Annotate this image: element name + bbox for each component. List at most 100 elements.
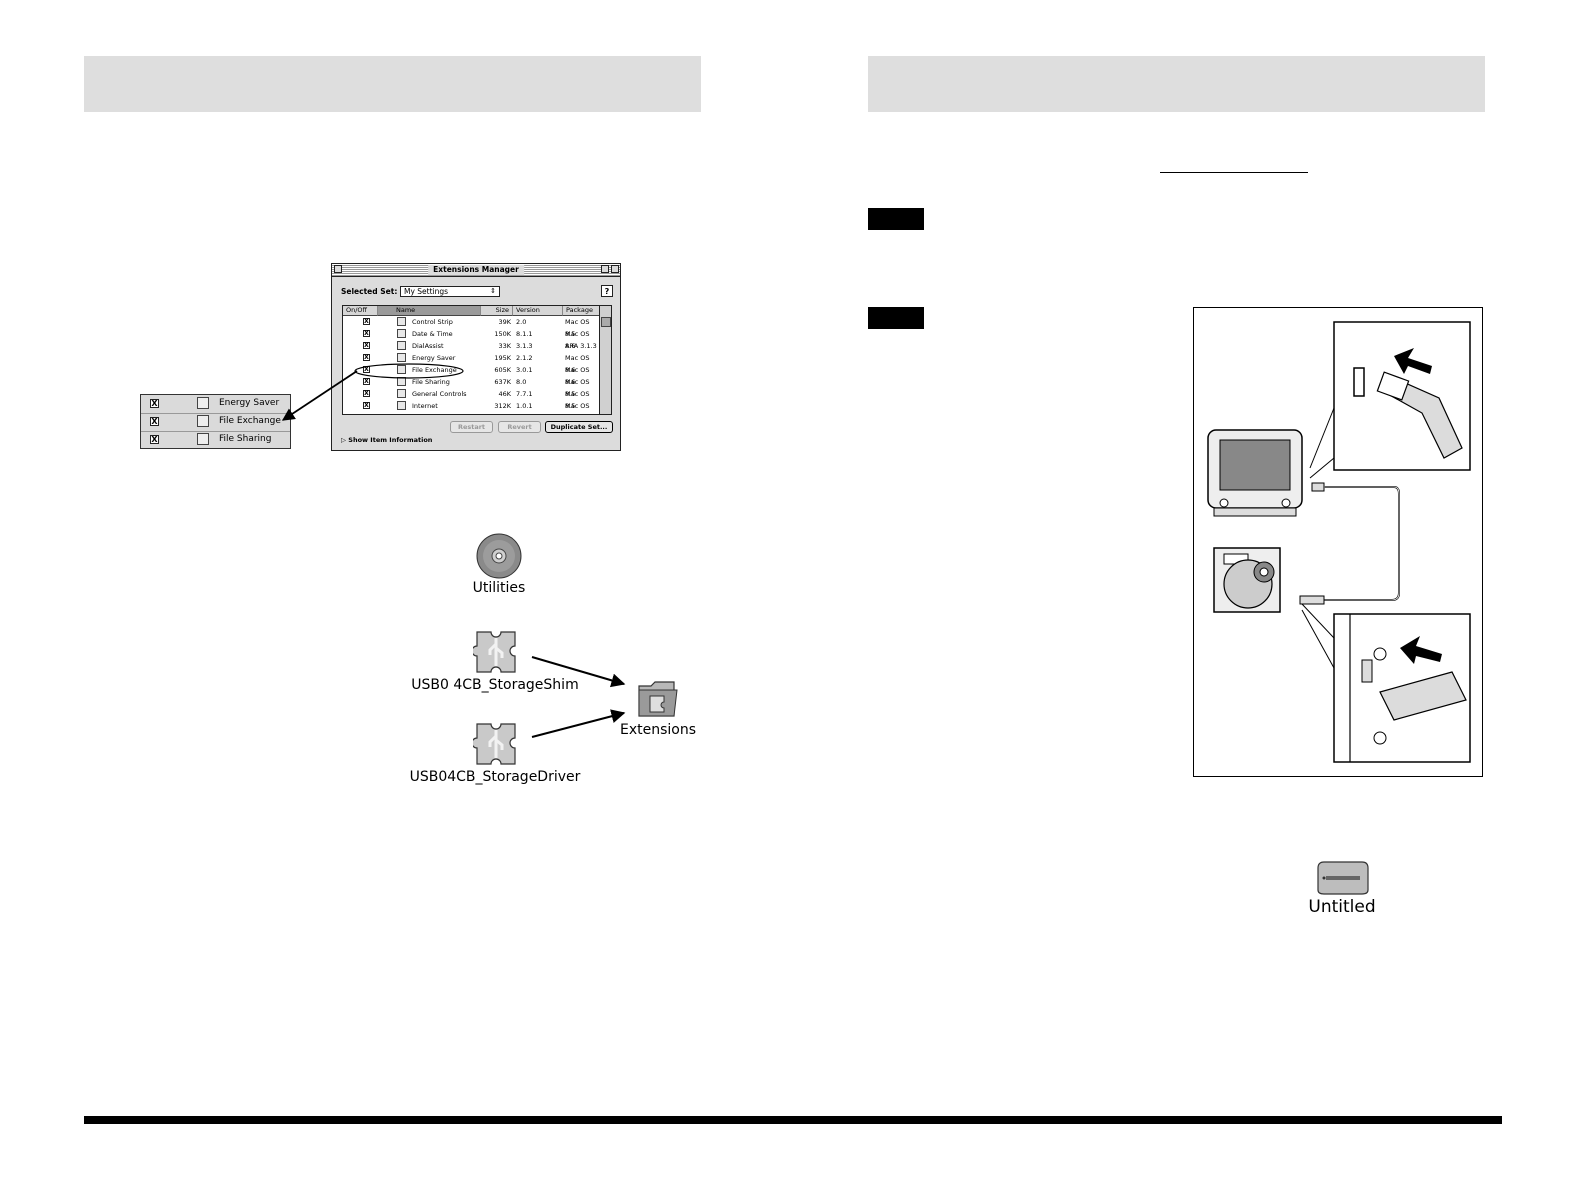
extension-checkbox[interactable]: X bbox=[363, 342, 370, 349]
extension-size: 46K bbox=[498, 390, 511, 398]
extension-row[interactable]: X File Sharing 637K 8.0 Mac OS 8.5 bbox=[343, 376, 601, 398]
zoom-box-icon[interactable] bbox=[601, 265, 609, 273]
show-item-information-label: Show Item Information bbox=[348, 436, 433, 444]
column-header-onoff[interactable]: On/Off bbox=[343, 306, 378, 316]
extension-row[interactable]: X Energy Saver 195K 2.1.2 Mac OS 8.6 bbox=[343, 352, 601, 374]
zoom-inset-camera-port bbox=[1333, 613, 1471, 763]
control-panel-icon bbox=[397, 317, 406, 326]
folder-icon bbox=[638, 681, 678, 717]
scroll-thumb[interactable] bbox=[601, 317, 611, 327]
storage-driver-label: USB04CB_StorageDriver bbox=[409, 769, 581, 785]
extension-row[interactable]: X General Controls 46K 7.7.1 Mac OS 8.5 bbox=[343, 388, 601, 410]
close-box-icon[interactable] bbox=[334, 265, 342, 273]
shim-to-extensions-arrow bbox=[531, 656, 626, 688]
extension-row[interactable]: X DialAssist 33K 3.1.3 ARA 3.1.3 bbox=[343, 340, 601, 352]
control-panel-icon bbox=[397, 365, 406, 374]
right-page-header bbox=[868, 56, 1485, 112]
extension-version: 3.1.3 bbox=[516, 342, 533, 350]
extension-row-file-exchange[interactable]: X File Exchange 605K 3.0.1 Mac OS 8.6 bbox=[343, 364, 601, 386]
extension-version: 2.1.2 bbox=[516, 354, 533, 362]
zoom-checkbox: X bbox=[150, 435, 159, 444]
extension-row[interactable]: X Control Strip 39K 2.0 Mac OS 8.5 bbox=[343, 316, 601, 338]
extension-size: 312K bbox=[494, 402, 511, 410]
storage-shim-label: USB0 4CB_StorageShim bbox=[411, 677, 579, 693]
extension-checkbox[interactable]: X bbox=[363, 402, 370, 409]
extension-name: Energy Saver bbox=[412, 354, 456, 362]
extension-checkbox[interactable]: X bbox=[363, 378, 370, 385]
zoom-checkbox: X bbox=[150, 399, 159, 408]
extension-size: 605K bbox=[494, 366, 511, 374]
extension-package: Mac OS 8.5 bbox=[565, 390, 590, 410]
zoom-checkbox: X bbox=[150, 417, 159, 426]
extension-checkbox[interactable]: X bbox=[363, 318, 370, 325]
control-panel-icon bbox=[197, 397, 209, 409]
zoom-row: X File Exchange bbox=[141, 413, 290, 432]
popup-arrows-icon: ⇕ bbox=[490, 287, 496, 295]
extension-version: 2.0 bbox=[516, 318, 527, 326]
column-header-version[interactable]: Version bbox=[513, 306, 563, 316]
extension-name: Internet bbox=[412, 402, 438, 410]
extension-checkbox[interactable]: X bbox=[363, 354, 370, 361]
untitled-drive-label: Untitled bbox=[1308, 897, 1376, 917]
restart-button[interactable]: Restart bbox=[450, 421, 493, 433]
highlight-ellipse bbox=[354, 363, 464, 379]
extension-checkbox[interactable]: X bbox=[363, 390, 370, 397]
extension-package: Mac OS 8.5 bbox=[565, 402, 590, 410]
vertical-scrollbar[interactable] bbox=[599, 306, 611, 414]
revert-button[interactable]: Revert bbox=[498, 421, 541, 433]
extension-version: 8.1.1 bbox=[516, 330, 533, 338]
left-annotations bbox=[281, 363, 626, 738]
note-tag-1 bbox=[868, 208, 924, 230]
help-button[interactable]: ? bbox=[601, 285, 613, 297]
extension-version: 1.0.1 bbox=[516, 402, 533, 410]
control-panel-icon bbox=[197, 415, 209, 427]
control-panel-icon bbox=[397, 389, 406, 398]
duplicate-set-button[interactable]: Duplicate Set... bbox=[545, 421, 613, 433]
selected-set-popup[interactable]: My Settings ⇕ bbox=[400, 286, 500, 297]
extension-version: 8.0 bbox=[516, 378, 527, 386]
selected-set-label: Selected Set: bbox=[341, 287, 398, 296]
collapse-box-icon[interactable] bbox=[611, 265, 619, 273]
extension-name: File Exchange bbox=[412, 366, 457, 374]
connection-drawing bbox=[1207, 321, 1471, 763]
show-item-information[interactable]: ▷ Show Item Information bbox=[341, 436, 433, 444]
zoom-row-name: File Exchange bbox=[219, 416, 281, 426]
footer-rule bbox=[84, 1116, 1502, 1124]
insert-arrow bbox=[1400, 636, 1442, 664]
utilities-label: Utilities bbox=[472, 580, 526, 596]
control-panel-icon bbox=[397, 341, 406, 350]
zoom-row: X Energy Saver bbox=[141, 395, 290, 414]
usb-extension-icon bbox=[473, 631, 516, 673]
extension-size: 39K bbox=[498, 318, 511, 326]
cd-icon bbox=[476, 533, 522, 579]
zoom-row-name: Energy Saver bbox=[219, 398, 280, 408]
usb-cable bbox=[1324, 486, 1400, 601]
extensions-manager-window: Extensions Manager Selected Set: My Sett… bbox=[331, 263, 621, 451]
control-panel-icon bbox=[397, 401, 406, 410]
driver-to-extensions-arrow bbox=[531, 709, 626, 738]
window-titlebar[interactable]: Extensions Manager bbox=[332, 264, 620, 277]
extension-name: File Sharing bbox=[412, 378, 450, 386]
window-title: Extensions Manager bbox=[428, 265, 524, 275]
extension-checkbox[interactable]: X bbox=[363, 330, 370, 337]
column-header-size[interactable]: Size bbox=[481, 306, 513, 316]
zoom-row-name: File Sharing bbox=[219, 434, 272, 444]
control-panel-icon bbox=[397, 353, 406, 362]
extension-package: Mac OS 8.6 bbox=[565, 366, 590, 386]
column-header-name[interactable]: Name bbox=[378, 306, 481, 316]
extension-package: Mac OS 8.6 bbox=[565, 354, 590, 374]
usb-extension-icon bbox=[473, 723, 516, 765]
extension-row[interactable]: X Date & Time 150K 8.1.1 Mac OS 8.6 bbox=[343, 328, 601, 350]
extensions-folder-label: Extensions bbox=[619, 722, 697, 738]
extension-name: General Controls bbox=[412, 390, 467, 398]
underline-rule bbox=[1160, 172, 1308, 173]
extension-size: 150K bbox=[494, 330, 511, 338]
zoomed-extension-rows: X Energy Saver X File Exchange X File Sh… bbox=[140, 394, 291, 449]
extension-package: ARA 3.1.3 bbox=[565, 342, 597, 350]
extension-package: Mac OS 8.5 bbox=[565, 318, 590, 338]
extensions-list[interactable]: On/Off Name Size Version Package X Contr… bbox=[342, 305, 612, 415]
control-panel-icon bbox=[397, 329, 406, 338]
extension-package: Mac OS 8.5 bbox=[565, 378, 590, 398]
extension-version: 3.0.1 bbox=[516, 366, 533, 374]
extension-row[interactable]: X Internet 312K 1.0.1 Mac OS 8.5 bbox=[343, 400, 601, 412]
